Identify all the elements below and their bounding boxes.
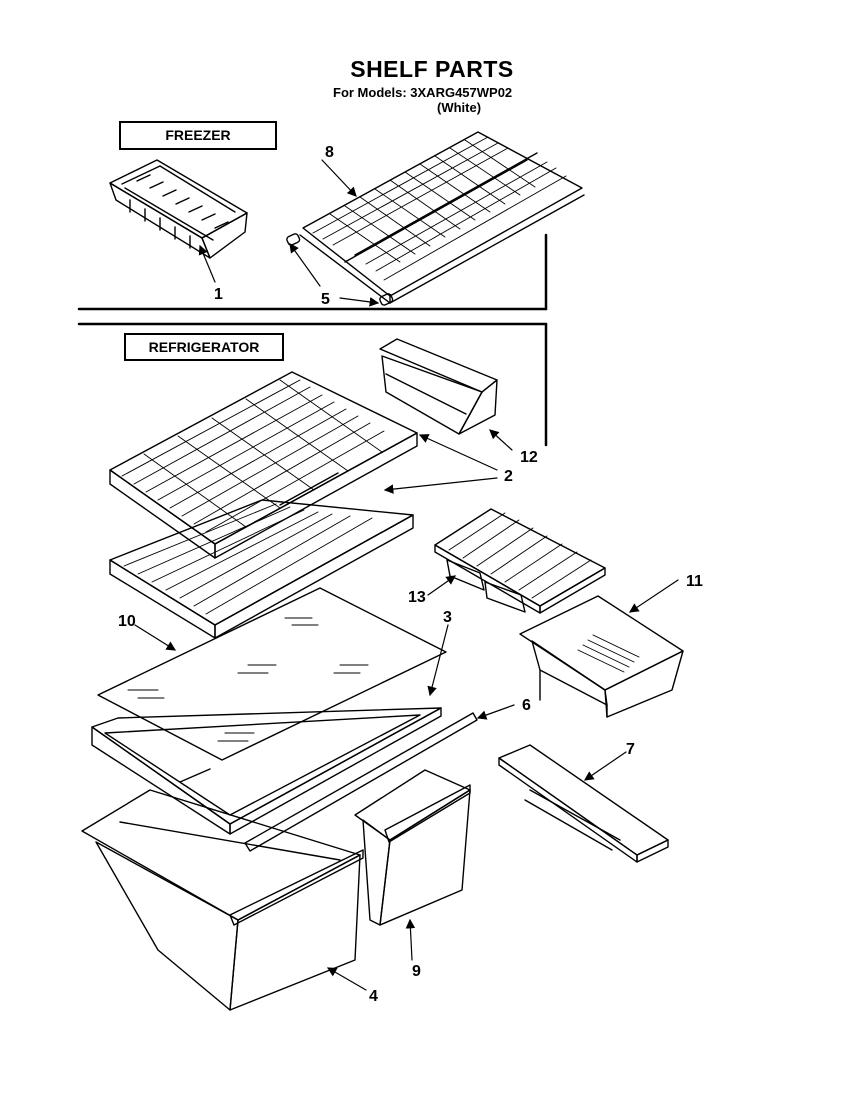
callout-13: 13 [408,589,426,606]
freezer-wire-shelf [299,131,585,304]
section-dividers [77,233,548,447]
color-variant: (White) [437,100,482,115]
crisper-control-rail [498,744,669,863]
refrigerator-upper-shelf [109,371,418,559]
callout-10: 10 [118,613,136,630]
callout-6: 6 [522,697,531,714]
refrigerator-lower-shelf [109,499,414,639]
glass-panel [97,587,447,761]
model-subtitle: For Models: 3XARG457WP02 [333,85,513,100]
meat-pan [519,595,684,718]
leader-lines [134,159,679,991]
callout-3: 3 [443,609,452,626]
ice-cube-tray [109,159,248,259]
freezer-section-label: FREEZER [119,121,277,150]
page-title: SHELF PARTS [350,56,514,82]
callout-9: 9 [412,963,421,980]
cover-trim-strip [244,712,478,852]
small-wire-shelf [434,508,606,614]
door-bin [379,338,498,435]
callout-11: 11 [686,573,703,590]
callout-12: 12 [520,449,538,466]
callout-2: 2 [504,468,513,485]
callout-4: 4 [369,988,378,1005]
callout-1: 1 [214,286,223,303]
callout-5: 5 [321,291,330,308]
large-crisper-drawer [81,789,364,1011]
callout-labels: 1 2 3 4 5 6 7 8 9 10 11 12 13 [118,144,703,1005]
small-crisper-drawer [354,769,471,926]
refrigerator-section-label: REFRIGERATOR [124,333,284,361]
crisper-cover-frame [91,707,442,835]
callout-8: 8 [325,144,334,161]
callout-7: 7 [626,741,635,758]
